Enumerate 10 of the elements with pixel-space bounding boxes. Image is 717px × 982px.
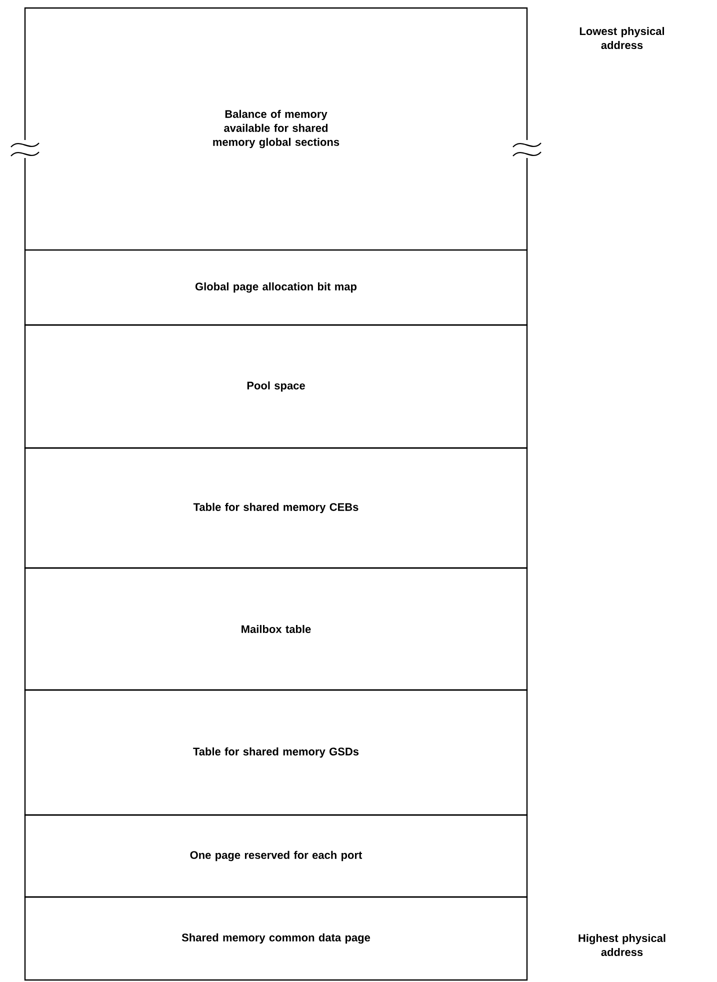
address-label: Highest physical address (578, 934, 666, 956)
memory-region-box: Table for shared memory CEBs (24, 447, 528, 569)
memory-region-box: Balance of memory available for shared memory global sections (10, 7, 542, 250)
memory-region-box: Table for shared memory GSDs (24, 689, 528, 816)
memory-region-box: Pool space (24, 324, 528, 449)
memory-region-box: One page reserved for each port (24, 814, 528, 898)
address-label: Lowest physical address (580, 26, 664, 50)
memory-region-box: Global page allocation bit map (24, 249, 528, 326)
memory-region-box: Mailbox table (24, 567, 528, 691)
memory-region-box: Shared memory common data page (24, 896, 528, 981)
